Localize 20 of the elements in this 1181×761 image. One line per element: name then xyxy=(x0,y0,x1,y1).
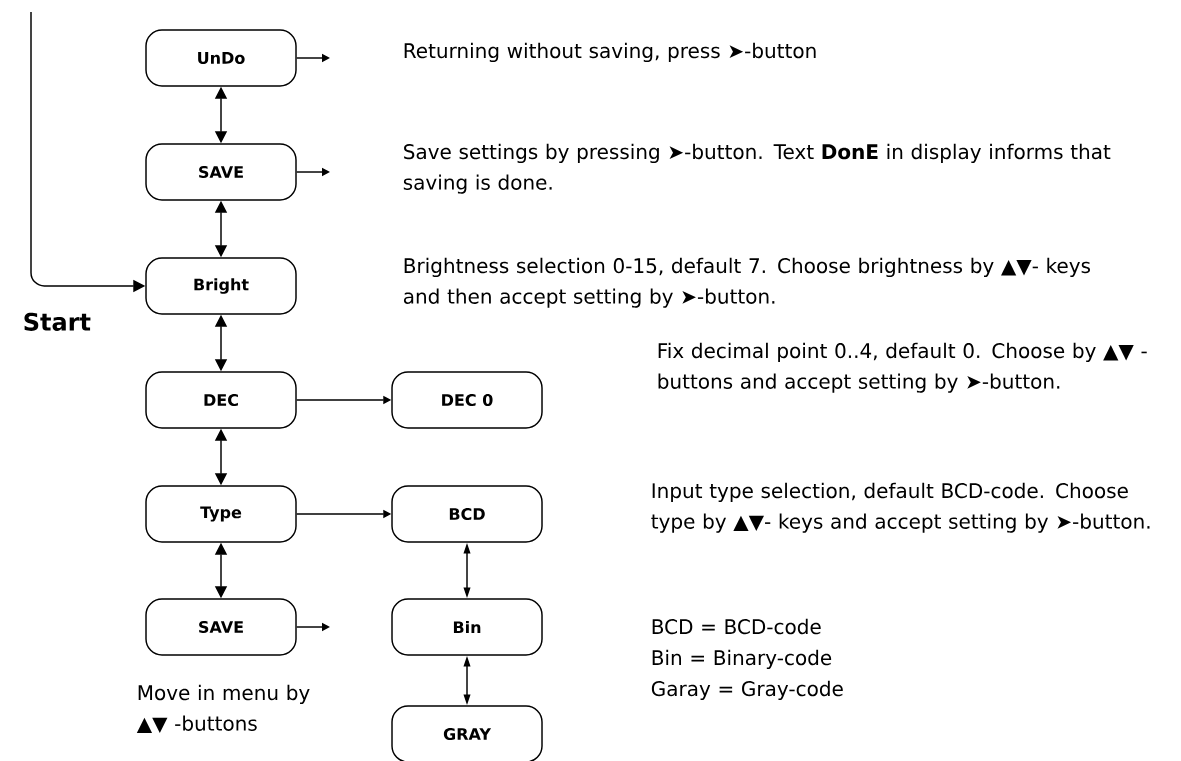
menu-box: SAVE xyxy=(145,598,297,656)
menu-box: Type xyxy=(145,485,297,543)
menu-box: GRAY xyxy=(391,705,543,761)
description-text: Save settings by pressing ➤-button. Text DonE in display informs that saving is done. xyxy=(403,143,1111,194)
menu-hint-text: Move in menu by ▲▼ -buttons xyxy=(136,684,310,734)
menu-box: Bright xyxy=(145,257,297,315)
start-label: Start xyxy=(24,312,91,331)
code-legend-text: Garay = Gray-code xyxy=(651,680,843,701)
code-legend-text: Bin = Binary-code xyxy=(652,649,832,670)
menu-box: BCD xyxy=(391,485,543,543)
description-text: Brightness selection 0-15, default 7. Choose brightness by ▲▼- keys and then accept setting by ➤-button. xyxy=(403,257,1091,308)
menu-box: DEC xyxy=(145,371,297,429)
menu-box: DEC 0 xyxy=(391,371,543,429)
description-text: Input type selection, default BCD-code. Choose type by ▲▼- keys and accept setting by ➤-button. xyxy=(651,482,1150,533)
code-legend-text: BCD = BCD-code xyxy=(652,618,821,635)
description-text: Returning without saving, press ➤-button xyxy=(404,42,816,63)
menu-box: SAVE xyxy=(145,143,297,201)
description-text: Fix decimal point 0..4, default 0. Choose by ▲▼ -buttons and accept setting by ➤-button. xyxy=(658,342,1147,393)
menu-box: Bin xyxy=(391,598,543,656)
menu-box: UnDo xyxy=(145,29,297,87)
